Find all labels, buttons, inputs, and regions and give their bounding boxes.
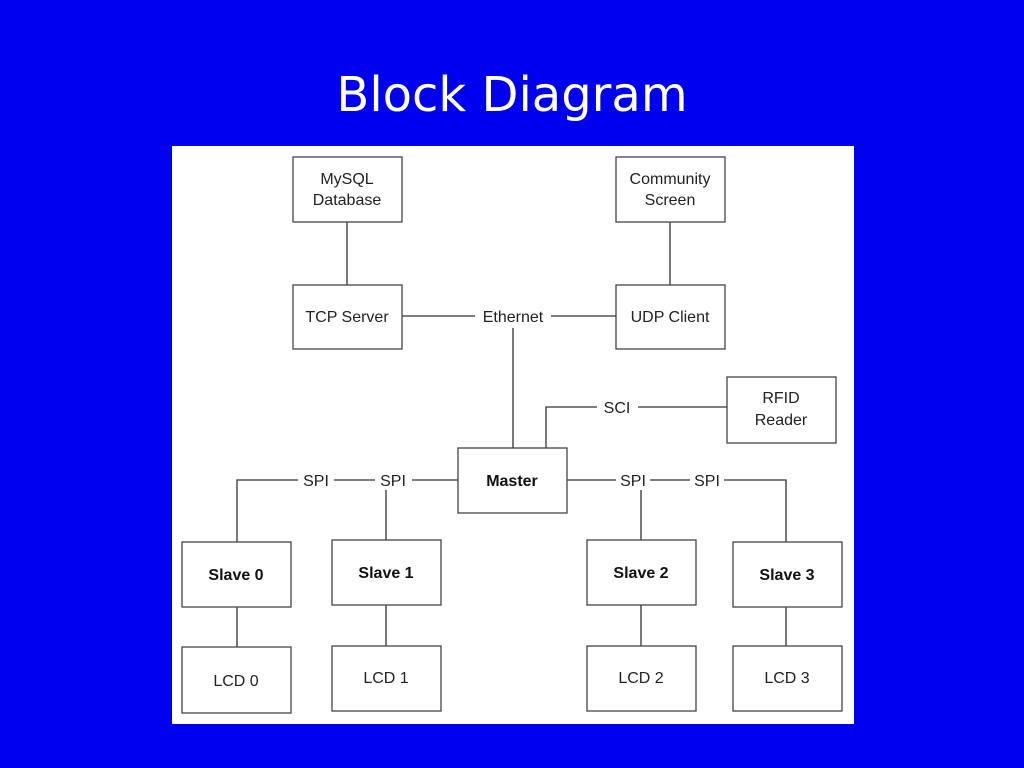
node-box <box>181 646 292 714</box>
node-box <box>181 541 292 608</box>
slide-title: Block Diagram <box>336 67 688 123</box>
node-box <box>457 447 568 514</box>
link-label-spi-slave-2: SPI <box>620 473 646 490</box>
node-rfid-reader: RFID Reader <box>726 376 837 444</box>
link-label-ethernet: Ethernet <box>483 309 544 326</box>
node-label: TCP Server <box>305 309 389 326</box>
block-diagram: Ethernet SCI SPI SPI SPI SPI MySQL Datab… <box>172 146 854 724</box>
node-lcd-2: LCD 2 <box>586 645 697 712</box>
node-slave-0: Slave 0 <box>181 541 292 608</box>
node-slave-2: Slave 2 <box>586 539 697 606</box>
node-label: Master <box>486 473 538 490</box>
link-label-spi-slave-0: SPI <box>303 473 329 490</box>
node-udp-client: UDP Client <box>615 284 726 350</box>
node-box <box>331 539 442 606</box>
node-label-line-2: Database <box>313 192 382 209</box>
wire-master-sci <box>545 406 597 448</box>
node-slave-3: Slave 3 <box>732 541 843 608</box>
node-label: Slave 0 <box>208 567 263 584</box>
node-box <box>615 284 726 350</box>
node-box <box>732 645 843 712</box>
connector-labels: Ethernet SCI SPI SPI SPI SPI <box>303 309 720 490</box>
node-box <box>586 645 697 712</box>
node-box <box>615 156 726 223</box>
link-label-spi-slave-1: SPI <box>380 473 406 490</box>
node-lcd-0: LCD 0 <box>181 646 292 714</box>
node-lcd-1: LCD 1 <box>331 645 442 712</box>
node-label: Slave 2 <box>613 565 668 582</box>
node-label: Slave 1 <box>358 565 413 582</box>
node-box <box>292 156 403 223</box>
link-label-sci: SCI <box>604 400 631 417</box>
block-diagram-svg: Ethernet SCI SPI SPI SPI SPI MySQL Datab… <box>181 156 843 714</box>
node-lcd-3: LCD 3 <box>732 645 843 712</box>
connector-wires <box>236 222 787 647</box>
node-community-screen: Community Screen <box>615 156 726 223</box>
node-master: Master <box>457 447 568 514</box>
node-box <box>732 541 843 608</box>
node-label: LCD 1 <box>363 670 408 687</box>
link-label-spi-slave-3: SPI <box>694 473 720 490</box>
node-mysql-database: MySQL Database <box>292 156 403 223</box>
wire-spi-slave-3 <box>724 479 787 542</box>
node-box <box>586 539 697 606</box>
wire-spi-slave-0 <box>236 479 298 542</box>
node-label: LCD 0 <box>213 673 258 690</box>
node-tcp-server: TCP Server <box>292 284 403 350</box>
node-box <box>292 284 403 350</box>
node-box <box>331 645 442 712</box>
node-label-line-2: Reader <box>755 412 808 429</box>
node-label: Slave 3 <box>759 567 814 584</box>
node-slave-1: Slave 1 <box>331 539 442 606</box>
node-box <box>726 376 837 444</box>
node-label-line-1: Community <box>630 171 711 188</box>
node-label: LCD 2 <box>618 670 663 687</box>
node-label: LCD 3 <box>764 670 809 687</box>
node-label-line-1: MySQL <box>320 171 373 188</box>
node-label: UDP Client <box>631 309 710 326</box>
node-label-line-2: Screen <box>645 192 696 209</box>
node-label-line-1: RFID <box>762 390 799 407</box>
